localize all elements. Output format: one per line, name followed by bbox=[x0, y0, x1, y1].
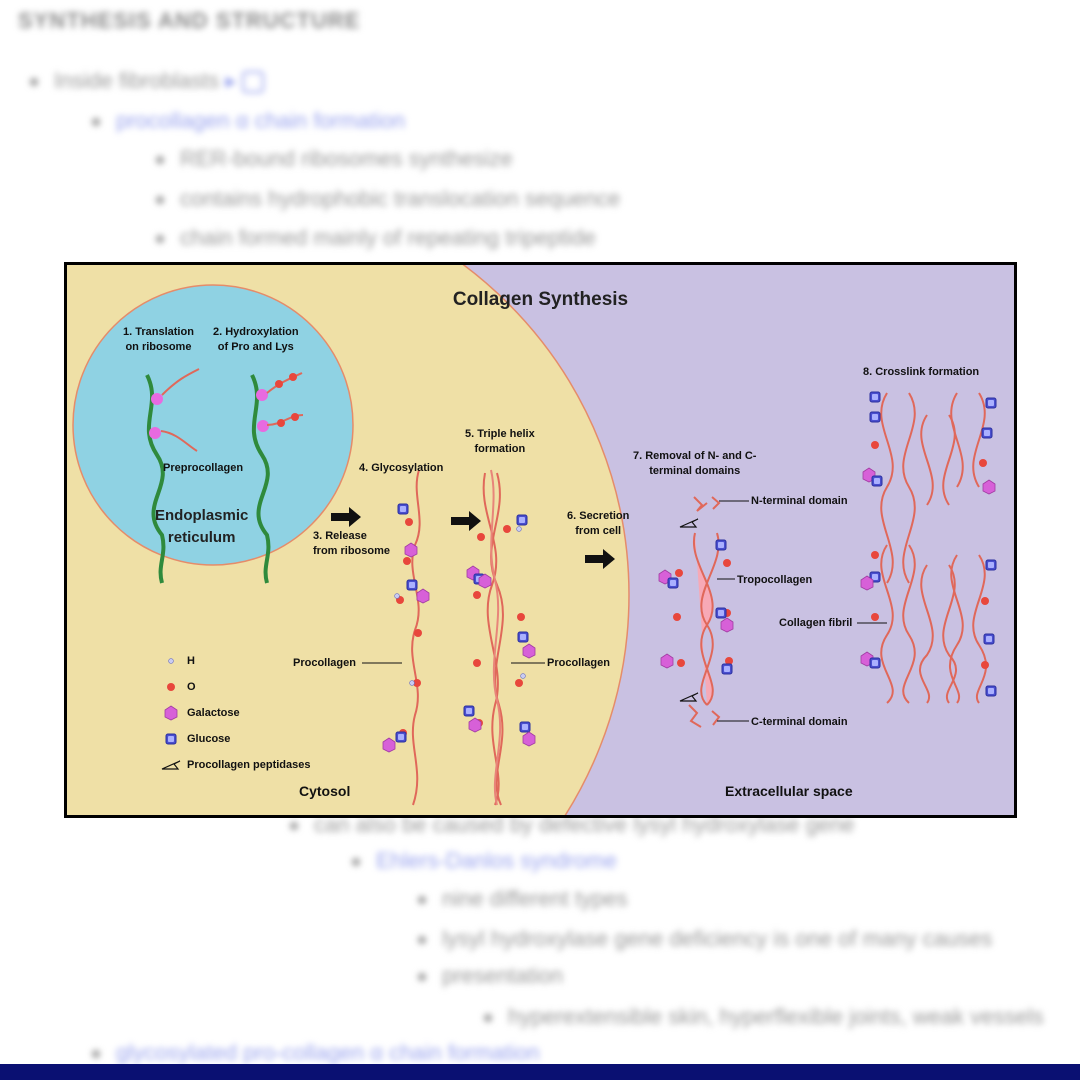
outline-item: nine different types bbox=[418, 886, 628, 912]
step-8-label: 8. Crosslink formation bbox=[863, 366, 980, 378]
c-terminal-fragment bbox=[688, 704, 702, 728]
outline-link[interactable]: Ehlers-Danlos syndrome bbox=[376, 848, 617, 873]
outline-item: Inside fibroblasts ▸ bbox=[30, 68, 265, 94]
collagen-fibril-stack-bottom bbox=[880, 544, 987, 704]
outline-item[interactable]: glycosylated pro-collagen α chain format… bbox=[92, 1040, 540, 1066]
peptide-chain bbox=[161, 368, 200, 396]
bullet bbox=[484, 1014, 492, 1023]
procollagen-label-right: Procollagen bbox=[547, 657, 610, 669]
step-7-label: 7. Removal of N- and C- terminal domains bbox=[633, 450, 757, 477]
bullet bbox=[92, 1050, 100, 1059]
tropocollagen-strand bbox=[700, 532, 720, 706]
peptide-chain bbox=[266, 414, 304, 426]
legend-glucose-label: Glucose bbox=[187, 733, 231, 745]
procollagen-chain bbox=[411, 469, 421, 806]
collagen-synthesis-figure: Collagen Synthesis 1. Translation on rib… bbox=[64, 262, 1017, 818]
step-6-label: 6. Secretion from cell bbox=[567, 510, 630, 537]
n-terminal-label: N-terminal domain bbox=[751, 495, 848, 507]
helix-strand bbox=[490, 472, 504, 806]
figure-title: Collagen Synthesis bbox=[452, 289, 629, 310]
helix-strand bbox=[482, 472, 500, 806]
outline-text: RER-bound ribosomes synthesize bbox=[180, 146, 513, 171]
collagen-fibril-label: Collagen fibril bbox=[779, 617, 853, 629]
bullet bbox=[418, 936, 426, 945]
ribosome-icon bbox=[256, 389, 268, 401]
outline-text: nine different types bbox=[442, 886, 628, 911]
figure-canvas bbox=[67, 265, 997, 815]
ribosome-icon bbox=[149, 427, 161, 439]
er-label: Endoplasmic reticulum bbox=[155, 507, 249, 546]
bullet bbox=[156, 156, 164, 165]
bullet bbox=[418, 896, 426, 905]
arrow-icon bbox=[331, 507, 361, 527]
procollagen-label-left: Procollagen bbox=[293, 657, 356, 669]
outline-text: Inside fibroblasts bbox=[54, 68, 220, 93]
preprocollagen-label: Preprocollagen bbox=[163, 462, 244, 474]
n-terminal-fragment bbox=[693, 496, 708, 512]
n-terminal-fragment bbox=[711, 496, 721, 510]
peptide-chain bbox=[160, 430, 198, 452]
c-terminal-label: C-terminal domain bbox=[751, 716, 848, 728]
outline-item: chain formed mainly of repeating tripept… bbox=[156, 225, 596, 251]
bullet bbox=[352, 858, 360, 867]
bottom-bar bbox=[0, 1064, 1080, 1080]
outline-item: presentation bbox=[418, 963, 563, 989]
ribosome-icon bbox=[151, 393, 163, 405]
c-terminal-fragment bbox=[711, 710, 721, 726]
endoplasmic-reticulum bbox=[72, 284, 354, 566]
step-3-label: 3. Release from ribosome bbox=[313, 530, 391, 557]
outline-text: hyperextensible skin, hyperflexible join… bbox=[508, 1004, 1044, 1029]
outline-item: lysyl hydroxylase gene deficiency is one… bbox=[418, 926, 992, 952]
outline-item: hyperextensible skin, hyperflexible join… bbox=[484, 1004, 1044, 1030]
bullet bbox=[156, 196, 164, 205]
ribosome-icon bbox=[257, 420, 269, 432]
bullet bbox=[30, 78, 38, 87]
outline-item[interactable]: procollagen α chain formation bbox=[92, 108, 405, 134]
cytosol-label: Cytosol bbox=[299, 783, 351, 799]
arrow-icon bbox=[451, 511, 481, 531]
info-icon[interactable] bbox=[242, 71, 265, 94]
step-1-label: 1. Translation on ribosome bbox=[123, 326, 194, 353]
legend-peptidase-label: Procollagen peptidases bbox=[187, 759, 311, 771]
outline-item: contains hydrophobic translocation seque… bbox=[156, 186, 620, 212]
outline-link[interactable]: glycosylated pro-collagen α chain format… bbox=[116, 1040, 540, 1065]
helix-strand bbox=[490, 469, 502, 806]
step-2-label: 2. Hydroxylation of Pro and Lys bbox=[213, 326, 299, 353]
bullet bbox=[290, 822, 298, 831]
legend-h-label: H bbox=[187, 655, 195, 667]
expand-link[interactable]: ▸ bbox=[219, 68, 237, 93]
bullet bbox=[418, 973, 426, 982]
legend-o-label: O bbox=[187, 681, 196, 693]
outline-item: RER-bound ribosomes synthesize bbox=[156, 146, 513, 172]
legend-galactose-label: Galactose bbox=[187, 707, 240, 719]
mrna-strand bbox=[145, 374, 166, 584]
bullet bbox=[156, 235, 164, 244]
mrna-strand bbox=[250, 374, 271, 584]
outline-text: presentation bbox=[442, 963, 564, 988]
outline-text: contains hydrophobic translocation seque… bbox=[180, 186, 621, 211]
peptide-chain bbox=[266, 372, 303, 394]
extracellular-label: Extracellular space bbox=[725, 783, 853, 799]
outline-text: chain formed mainly of repeating tripept… bbox=[180, 225, 596, 250]
collagen-fibril-stack-top bbox=[880, 392, 986, 584]
arrow-icon bbox=[585, 549, 615, 569]
outline-link[interactable]: procollagen α chain formation bbox=[116, 108, 406, 133]
step-5-label: 5. Triple helix formation bbox=[465, 428, 535, 455]
bullet bbox=[92, 118, 100, 127]
step-4-label: 4. Glycosylation bbox=[359, 462, 444, 474]
document-heading: SYNTHESIS AND STRUCTURE bbox=[18, 8, 361, 33]
outline-text: lysyl hydroxylase gene deficiency is one… bbox=[442, 926, 993, 951]
outline-item[interactable]: Ehlers-Danlos syndrome bbox=[352, 848, 617, 874]
tropocollagen-label: Tropocollagen bbox=[737, 574, 813, 586]
